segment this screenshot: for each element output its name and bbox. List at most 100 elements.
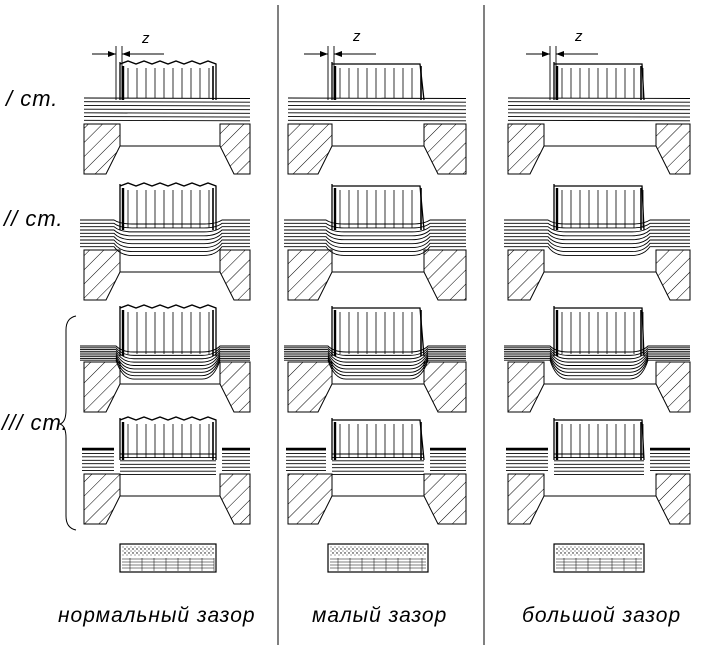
sheet-layer [80, 242, 250, 252]
die-panel-c3-r3 [504, 306, 691, 413]
gap-arrowhead-left [542, 51, 550, 57]
punch-body [553, 418, 645, 461]
die-panel-c1-r1 [83, 60, 251, 175]
die-panel-c3-r2 [504, 184, 691, 301]
sheet-layer [507, 116, 691, 118]
sheet-layer [504, 345, 690, 353]
sheet-layer [83, 116, 251, 118]
sheet-layer [284, 352, 466, 366]
sheet-layer [284, 347, 466, 356]
sheet-layer [504, 347, 690, 356]
sheet-layer [284, 359, 466, 380]
die-block-right [655, 123, 691, 175]
stage-label-3: /// ст. [2, 410, 69, 435]
die-block-right [219, 361, 251, 413]
punch-body [331, 62, 425, 101]
sheet-layer [80, 356, 250, 373]
sheet-layer [284, 349, 466, 360]
sheet-layer [80, 219, 250, 225]
sheet-layer [287, 108, 467, 111]
sheet-layer [504, 219, 690, 225]
die-panel-c1-r4 [82, 416, 251, 525]
gap-arrowhead-right [556, 51, 564, 57]
sheet-layer [80, 352, 250, 366]
sheet-layer [80, 347, 250, 356]
die-panel-c1-r2 [80, 182, 251, 301]
blank-rough-zone [122, 546, 214, 556]
gap-arrowhead-left [320, 51, 328, 57]
punch-body [331, 418, 425, 461]
punch-body [553, 62, 645, 101]
sheet-layer [504, 242, 690, 252]
sheet-layer [284, 350, 466, 363]
die-block-left [507, 473, 545, 525]
sheet-layer [284, 222, 466, 229]
punch-body [119, 416, 217, 460]
sheet-layer [83, 97, 251, 99]
die-block-right [423, 473, 467, 525]
sheet-layer [504, 232, 690, 241]
gap-label-col-1: z [142, 30, 150, 47]
gap-arrowhead-right [334, 51, 342, 57]
sheet-layer [507, 97, 691, 99]
sheet-layer [80, 232, 250, 241]
column-caption-small: малый зазор [312, 604, 448, 627]
column-caption-large: большой зазор [522, 604, 682, 627]
sheet-layer [504, 359, 690, 380]
die-panel-c2-r3 [284, 306, 467, 413]
blank-section-c2 [327, 543, 429, 573]
die-block-right [655, 361, 691, 413]
punch-body [553, 306, 645, 357]
stage-label-1: / ст. [6, 86, 59, 111]
sheet-layer [287, 112, 467, 114]
sheet-layer [504, 357, 690, 377]
sheet-layer [287, 97, 467, 99]
punch-body [119, 304, 217, 356]
die-panel-c3-r4 [506, 418, 691, 525]
sheet-layer [504, 352, 690, 366]
blank-rough-zone [556, 546, 642, 556]
sheet-layer [80, 359, 250, 380]
sheet-layer [80, 236, 250, 245]
die-block-right [423, 249, 467, 301]
sheet-layer [504, 349, 690, 360]
blank-rough-zone [330, 546, 426, 556]
die-block-left [287, 249, 333, 301]
die-block-right [219, 249, 251, 301]
die-block-right [219, 473, 251, 525]
sheet-layer [504, 356, 690, 373]
sheet-layer [284, 226, 466, 233]
die-block-left [287, 361, 333, 413]
sheet-layer [83, 112, 251, 114]
blank-section-c1 [119, 543, 217, 573]
sheet-layer [284, 357, 466, 377]
sheet-layer [504, 229, 690, 237]
punch-body [553, 184, 645, 231]
sheet-layer [287, 104, 467, 107]
sheet-layer [284, 229, 466, 237]
stage-3-brace [58, 315, 77, 531]
sheet-layer [507, 104, 691, 107]
die-block-left [287, 123, 333, 175]
die-panel-c3-r1 [507, 62, 691, 175]
sheet-layer [83, 104, 251, 107]
sheet-layer [80, 226, 250, 233]
stage-label-2: // ст. [4, 206, 64, 231]
sheet-layer [507, 112, 691, 114]
die-block-right [655, 249, 691, 301]
gap-arrowhead-left [108, 51, 116, 57]
sheet-layer [504, 239, 690, 249]
sheet-layer [287, 101, 467, 103]
blank-section-c3 [553, 543, 645, 573]
gap-label-col-2: z [353, 28, 361, 45]
sheet-layer [284, 242, 466, 252]
sheet-layer [80, 246, 250, 256]
die-panel-c2-r2 [284, 184, 467, 301]
die-panel-c1-r3 [80, 304, 251, 413]
sheet-layer [80, 239, 250, 249]
die-block-right [423, 361, 467, 413]
punch-body [331, 306, 425, 357]
sheet-layer [507, 119, 691, 122]
sheet-layer [504, 226, 690, 233]
